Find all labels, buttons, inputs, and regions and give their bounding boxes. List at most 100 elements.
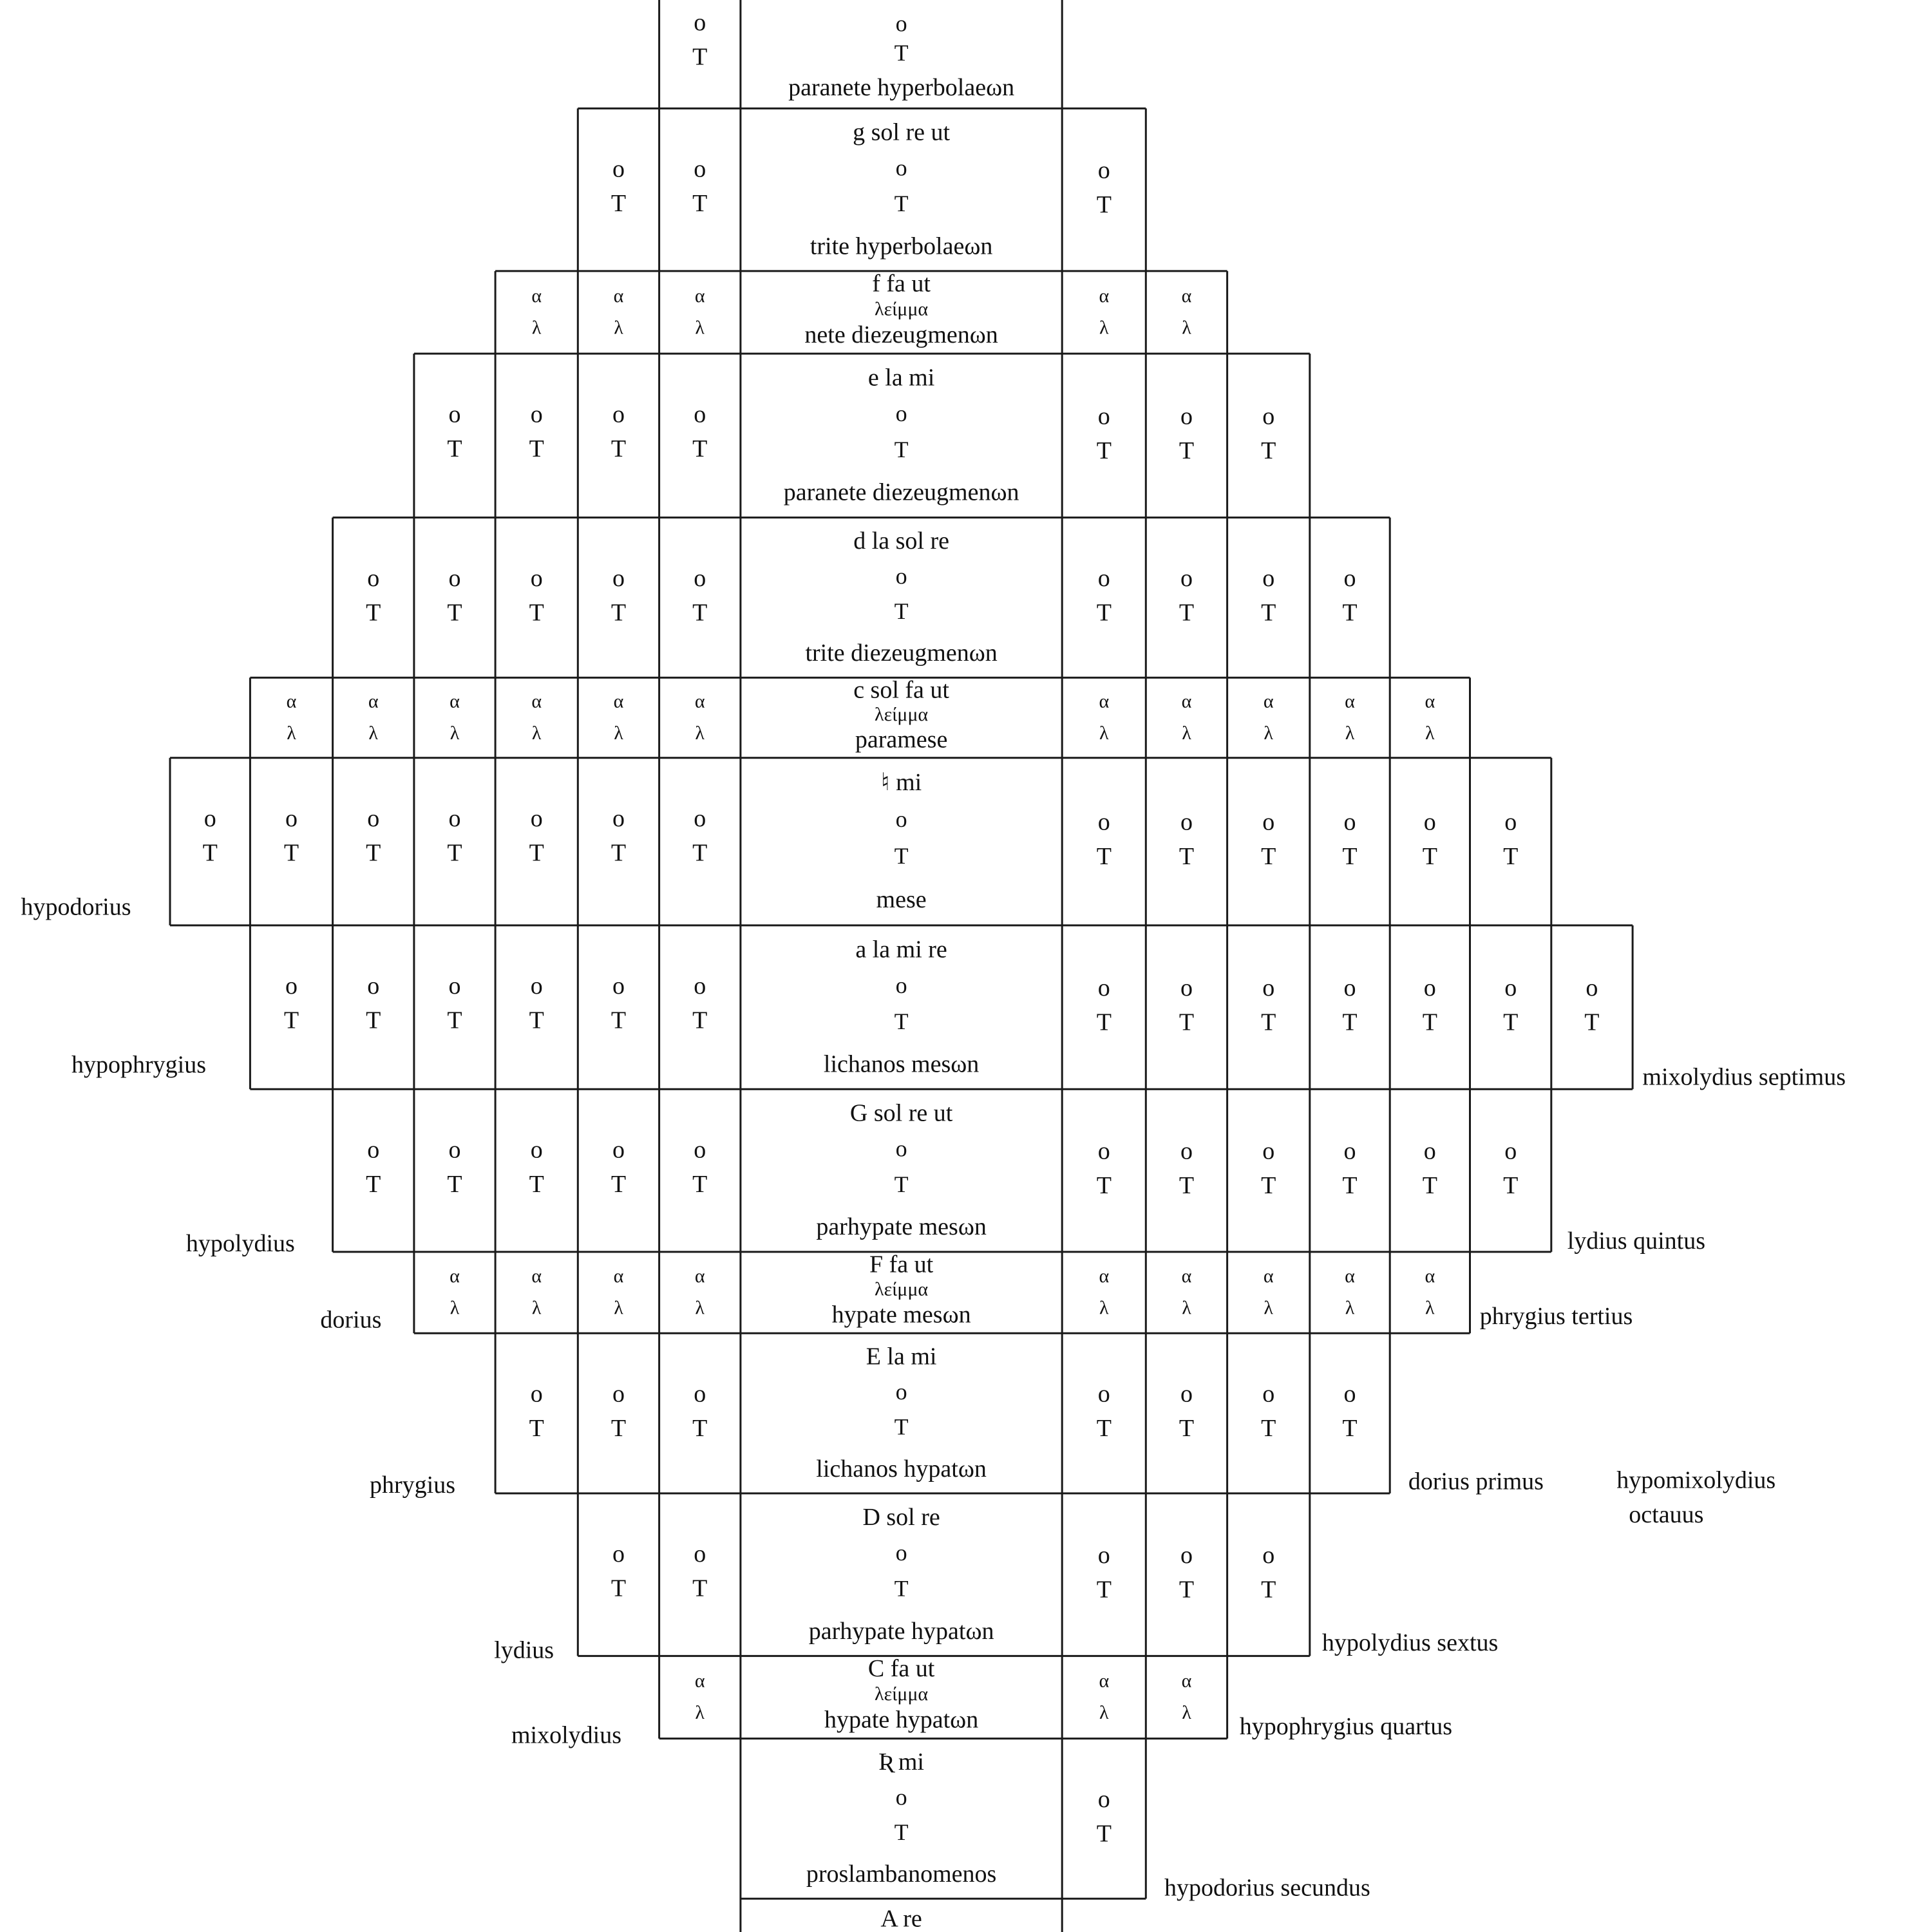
tone-symbol: T [895, 1009, 909, 1034]
semitone-symbol: λ [532, 723, 542, 744]
greek-note-name: hypate hypatωn [824, 1707, 978, 1734]
tone-symbol: T [1261, 437, 1276, 464]
tone-symbol: T [1179, 437, 1194, 464]
tone-symbol: T [1261, 599, 1276, 626]
pitch-name: Ʀ mi [878, 1748, 924, 1776]
tone-symbol: T [1179, 1577, 1194, 1604]
tone-symbol: T [895, 598, 909, 624]
mode-label-left: phrygius [370, 1472, 455, 1499]
tone-symbol: T [1503, 843, 1518, 870]
mode-label-left: hypolydius [186, 1230, 295, 1257]
semitone-symbol: λ [695, 1702, 705, 1723]
semitone-symbol: λ [1099, 317, 1109, 339]
tone-symbol: T [1097, 1821, 1112, 1848]
tone-symbol: T [895, 437, 909, 462]
semitone-symbol: α [531, 285, 542, 307]
tone-symbol: T [447, 840, 462, 867]
tone-symbol: T [895, 1414, 909, 1440]
semitone-symbol: λ [368, 723, 378, 744]
tone-symbol: o [1262, 1138, 1274, 1165]
tone-symbol: o [531, 1380, 543, 1407]
tone-symbol: o [1098, 974, 1110, 1001]
semitone-symbol: α [614, 1265, 624, 1287]
tone-symbol: T [1097, 1172, 1112, 1199]
semitone-symbol: λ [1425, 1298, 1435, 1319]
tone-symbol: T [692, 1415, 707, 1442]
semitone-symbol: λ [1099, 1298, 1109, 1319]
tone-symbol: T [895, 1171, 909, 1197]
tone-symbol: T [529, 599, 544, 626]
pitch-name: A re [880, 1906, 922, 1932]
pitch-name: a la mi re [855, 936, 947, 963]
tone-symbol: o [449, 805, 461, 832]
tone-symbol: o [204, 805, 216, 832]
tone-symbol: o [1262, 565, 1274, 592]
tone-symbol: o [612, 401, 625, 428]
tone-symbol: T [1097, 1577, 1112, 1604]
tone-symbol: o [1504, 809, 1517, 836]
tone-symbol: T [692, 599, 707, 626]
tone-symbol: T [895, 40, 909, 66]
semitone-symbol: λ [1182, 723, 1191, 744]
semitone-symbol: λ [614, 723, 623, 744]
semitone-symbol: α [368, 690, 379, 712]
tone-symbol: o [1262, 1542, 1274, 1569]
tone-symbol: o [1262, 974, 1274, 1001]
pitch-name: g sol re ut [853, 119, 950, 146]
tone-symbol: T [611, 435, 626, 462]
tone-symbol: o [1262, 402, 1274, 430]
tone-symbol: T [1261, 1172, 1276, 1199]
pitch-name: E la mi [866, 1343, 937, 1370]
tone-symbol: o [1344, 809, 1356, 836]
greek-note-name: proslambanomenos [806, 1861, 997, 1888]
semitone-symbol: α [1425, 690, 1435, 712]
tone-symbol: o [449, 565, 461, 592]
tone-symbol: T [366, 599, 381, 626]
semitone-symbol: λ [1182, 1702, 1191, 1723]
semitone-symbol: λ [1264, 723, 1273, 744]
tone-symbol: o [896, 972, 907, 998]
semitone-symbol: α [614, 690, 624, 712]
tone-symbol: T [1342, 1172, 1357, 1199]
semitone-symbol: α [1099, 1670, 1109, 1691]
tone-symbol: o [612, 805, 625, 832]
tone-symbol: T [529, 1415, 544, 1442]
tone-symbol: T [366, 840, 381, 867]
semitone-symbol: λ [532, 1298, 542, 1319]
semitone-symbol: α [1182, 1265, 1192, 1287]
tone-symbol: T [1097, 599, 1112, 626]
tone-symbol: T [1261, 843, 1276, 870]
tone-symbol: o [694, 1540, 706, 1567]
tone-symbol: o [1098, 402, 1110, 430]
tone-symbol: o [612, 1380, 625, 1407]
semitone-symbol: λ [532, 317, 542, 339]
mode-label-left: hypodorius [21, 894, 131, 921]
tone-symbol: o [1098, 1380, 1110, 1407]
tone-symbol: o [896, 1540, 907, 1566]
tone-symbol: T [1097, 437, 1112, 464]
semitone-symbol: α [1099, 1265, 1109, 1287]
tone-symbol: T [1342, 843, 1357, 870]
pitch-name: f fa ut [872, 270, 931, 298]
tone-symbol: o [896, 1136, 907, 1162]
leimma-label: λείμμα [875, 1278, 928, 1300]
semitone-symbol: α [450, 690, 460, 712]
tone-symbol: o [285, 972, 298, 999]
tone-symbol: o [285, 805, 298, 832]
tone-symbol: o [1586, 974, 1598, 1001]
tone-symbol: T [895, 1576, 909, 1602]
tone-symbol: o [1180, 565, 1193, 592]
tone-symbol: o [1344, 1380, 1356, 1407]
greek-note-name: hypate mesωn [832, 1302, 971, 1329]
mode-label-right: mixolydius septimus [1642, 1064, 1846, 1091]
mode-label-left: dorius [320, 1307, 381, 1334]
tone-symbol: T [203, 840, 218, 867]
tone-symbol: o [694, 9, 706, 36]
semitone-symbol: α [1182, 285, 1192, 307]
tone-symbol: o [1424, 974, 1436, 1001]
tone-symbol: o [1424, 809, 1436, 836]
tone-symbol: o [1180, 809, 1193, 836]
tone-symbol: T [692, 1007, 707, 1034]
mode-label-left: hypophrygius [71, 1052, 206, 1079]
tone-symbol: o [1344, 1138, 1356, 1165]
